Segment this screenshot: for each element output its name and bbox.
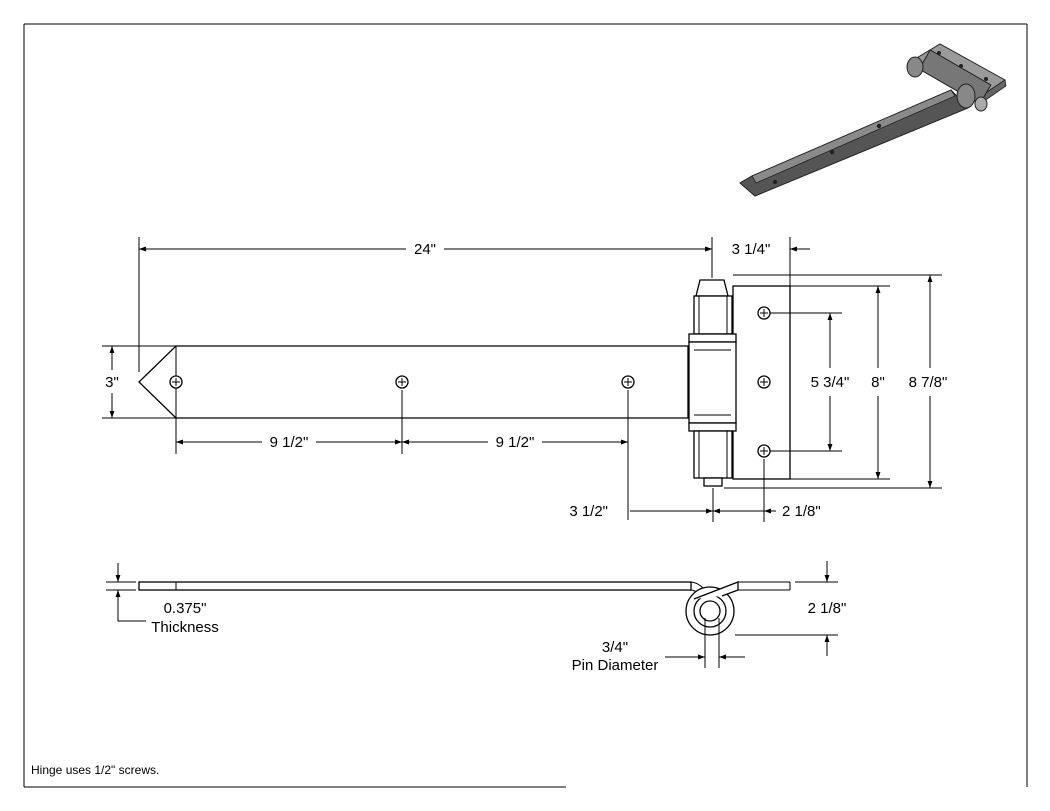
dim-9-1-2-label-right: 9 1/2" <box>496 434 535 451</box>
dim-hole-spacing: 9 1/2" 9 1/2" <box>175 390 629 520</box>
dim-3-label: 3" <box>105 374 119 391</box>
screw-note: Hinge uses 1/2" screws. <box>31 763 159 777</box>
leaf-hole-middle <box>757 375 771 389</box>
leaf-hole-bottom <box>757 444 771 458</box>
dim-3-1-4-label: 3 1/4" <box>732 241 771 258</box>
dim-8-7-8-label: 8 7/8" <box>909 374 948 391</box>
sheet-border <box>23 23 1028 788</box>
strap-hole-2 <box>395 375 409 389</box>
dim-5-3-4-label: 5 3/4" <box>811 374 850 391</box>
dim-thickness: 0.375" Thickness <box>106 563 219 636</box>
dim-pin-diameter: 3/4" Pin Diameter <box>572 618 745 674</box>
dim-leaf-width: 3 1/4" <box>692 237 810 286</box>
dim-leaf-hole-spacing: 5 3/4" <box>770 312 850 452</box>
dim-knuckle-height: 2 1/8" <box>735 561 846 656</box>
dim-overall-height: 8 7/8" <box>724 274 948 489</box>
dim-3-1-2-label: 3 1/2" <box>569 503 608 520</box>
dim-knuckle-offsets: 3 1/2" 2 1/8" <box>569 459 821 522</box>
leaf-hole-top <box>757 306 771 320</box>
side-view-hinge <box>138 581 791 636</box>
pin-value-label: 3/4" <box>602 639 628 656</box>
strap-hole-3 <box>621 375 635 389</box>
thickness-caption-label: Thickness <box>151 619 219 636</box>
dim-overall-length: 24" <box>138 237 713 372</box>
dim-8-label: 8" <box>871 374 885 391</box>
isometric-hinge-view <box>739 43 1007 197</box>
dim-strap-width: 3" <box>102 345 176 419</box>
pin-caption-label: Pin Diameter <box>572 657 659 674</box>
dim-9-1-2-label-left: 9 1/2" <box>270 434 309 451</box>
dim-leaf-height: 8" <box>790 285 890 480</box>
strap-hole-1 <box>169 375 183 389</box>
thickness-value-label: 0.375" <box>164 600 207 617</box>
dim-2-1-8-label: 2 1/8" <box>782 503 821 520</box>
screw-holes <box>169 306 771 458</box>
dim-24-label: 24" <box>414 241 436 258</box>
dim-side-2-1-8-label: 2 1/8" <box>808 600 847 617</box>
front-view-knuckle <box>688 279 791 487</box>
front-view-strap <box>138 345 689 419</box>
